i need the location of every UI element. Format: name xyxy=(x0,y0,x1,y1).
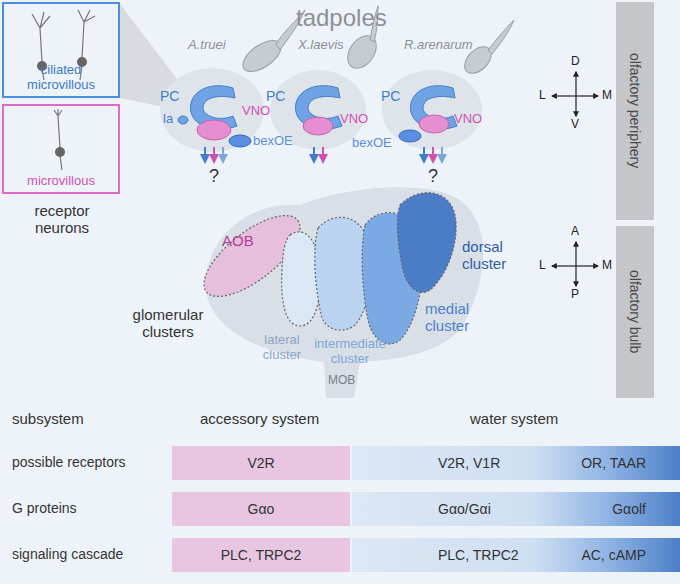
part-label: bexOE xyxy=(352,136,392,151)
unknown-mark: ? xyxy=(428,166,438,187)
table-header: accessory system xyxy=(200,410,319,427)
cluster-label: lateral cluster xyxy=(256,333,308,363)
cluster-label: dorsal cluster xyxy=(462,238,532,273)
part-label: PC xyxy=(381,88,400,104)
section-title: olfactory bulb xyxy=(627,270,643,353)
table-cell: AC, cAMP xyxy=(581,547,646,563)
section-bar: olfactory bulb xyxy=(616,226,654,398)
axis-letter: M xyxy=(602,259,612,273)
cell-panel: ciliated microvillous xyxy=(2,2,120,98)
axis-letter: L xyxy=(539,89,546,103)
region-label: MOB xyxy=(328,374,355,388)
axis-letter: M xyxy=(602,89,612,103)
figure-title: tadpoles xyxy=(296,4,387,32)
table-header: water system xyxy=(470,410,558,427)
projection-arrows xyxy=(205,147,442,162)
table-cell: V2R, V1R xyxy=(438,455,500,471)
axis-letter: A xyxy=(571,225,579,239)
table-bar: V2R xyxy=(172,446,350,480)
cluster-label: medial cluster xyxy=(425,300,489,335)
cell-type-label: ciliated microvillous xyxy=(8,62,114,92)
caption-label: receptor neurons xyxy=(6,202,118,237)
part-label: VNO xyxy=(454,112,482,127)
table-bar: Gαo xyxy=(172,492,350,526)
glomerular-lobes xyxy=(192,193,457,344)
section-bar: olfactory periphery xyxy=(616,2,654,220)
table-cell: PLC, TRPC2 xyxy=(438,547,519,563)
cluster-label: intermediate cluster xyxy=(304,337,396,367)
row-label: G proteins xyxy=(12,500,77,516)
table-cell: OR, TAAR xyxy=(581,455,646,471)
part-label: VNO xyxy=(340,112,368,127)
table-bar: V2R, V1R OR, TAAR xyxy=(352,446,680,480)
part-label: la xyxy=(163,112,173,127)
microvillous-neuron xyxy=(54,109,62,170)
table-bar: PLC, TRPC2 xyxy=(172,538,350,572)
table-cell: V2R xyxy=(247,455,274,471)
axis-cross xyxy=(552,72,598,286)
group-title: glomerular clusters xyxy=(120,306,216,341)
cell-type-label: microvillous xyxy=(27,173,95,188)
lateral-appendix xyxy=(178,116,188,124)
cell-panel: microvillous xyxy=(2,104,120,194)
table-cell: Gαolf xyxy=(612,501,646,517)
species-name: R.arenarum xyxy=(404,38,473,53)
section-title: olfactory periphery xyxy=(627,53,643,168)
unknown-mark: ? xyxy=(209,166,219,187)
table-cell: Gαo xyxy=(248,501,275,517)
brain-outline xyxy=(206,187,483,398)
species-name: X.laevis xyxy=(298,38,344,53)
table-cell: PLC, TRPC2 xyxy=(221,547,302,563)
axis-letter: P xyxy=(571,288,579,302)
axis-letter: D xyxy=(571,55,580,69)
axis-letter: V xyxy=(571,118,579,132)
part-label: PC xyxy=(266,88,285,104)
row-label: signaling cascade xyxy=(12,546,123,562)
species-name: A.truei xyxy=(188,38,226,53)
part-label: VNO xyxy=(242,104,270,119)
row-label: possible receptors xyxy=(12,454,126,470)
tadpole-heads xyxy=(160,68,482,152)
table-bar: Gαo/Gαi Gαolf xyxy=(352,492,680,526)
axis-letter: L xyxy=(539,259,546,273)
table-header: subsystem xyxy=(12,410,84,427)
table-bar: PLC, TRPC2 AC, cAMP xyxy=(352,538,680,572)
part-label: bexOE xyxy=(253,134,293,149)
cluster-label: AOB xyxy=(222,232,254,249)
part-label: PC xyxy=(160,88,179,104)
table-cell: Gαo/Gαi xyxy=(438,501,491,517)
